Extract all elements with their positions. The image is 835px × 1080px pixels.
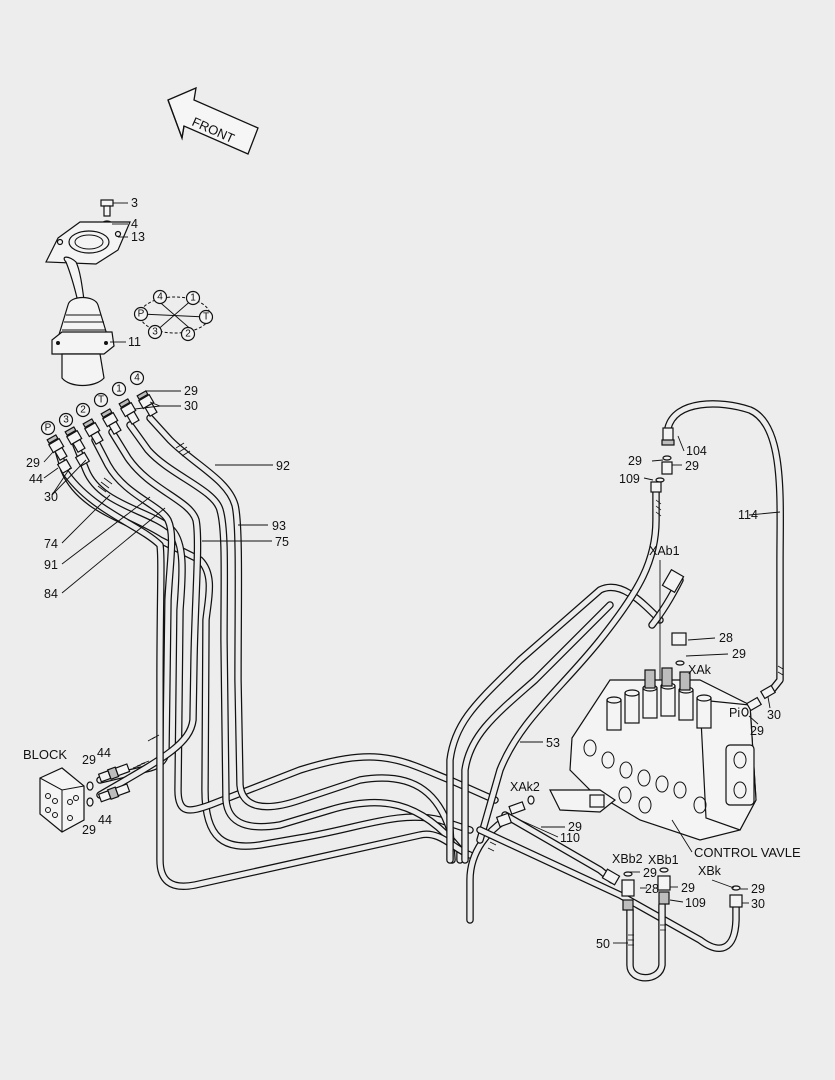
callout-50: 50	[596, 937, 610, 951]
callout-29-XBb2: 29	[643, 866, 657, 880]
callout-labels: 3 4 13 11 29 30 92 29 44 30 74 91 84 93 …	[23, 196, 801, 951]
callout-104: 104	[686, 444, 707, 458]
hose-braid-marks	[97, 442, 784, 946]
fitting-XBb2	[621, 871, 635, 911]
callout-93: 93	[272, 519, 286, 533]
callout-13: 13	[131, 230, 145, 244]
callout-11: 11	[128, 335, 141, 349]
callout-Pi: Pi	[729, 706, 740, 720]
fitting-XBb1	[657, 867, 671, 905]
callout-110: 110	[560, 831, 580, 845]
fitting-XAk2	[508, 795, 535, 815]
junction-block	[39, 763, 131, 833]
callout-91: 91	[44, 558, 58, 572]
callout-114: 114	[738, 508, 758, 522]
port-label-4: 4	[157, 292, 163, 303]
callout-BLOCK: BLOCK	[23, 747, 67, 762]
callout-29-XAk: 29	[732, 647, 746, 661]
callout-29-104a: 29	[628, 454, 642, 468]
callout-30-left: 30	[44, 490, 58, 504]
callout-109: 109	[619, 472, 640, 486]
joystick-lever	[51, 256, 115, 387]
joystick-fittings	[46, 390, 158, 474]
callout-29-left: 29	[26, 456, 40, 470]
callout-leaders	[43, 202, 781, 944]
callout-30-Pi: 30	[767, 708, 781, 722]
valve-side-ports	[583, 739, 707, 814]
fitting-port-2: 2	[80, 405, 86, 416]
callout-XBk: XBk	[698, 864, 722, 878]
fitting-port-P: P	[45, 423, 52, 434]
joystick-bolt	[100, 199, 114, 217]
callout-53: 53	[546, 736, 560, 750]
callout-44-block-top: 44	[97, 746, 111, 760]
front-direction-arrow: FRONT	[167, 86, 259, 155]
control-valve-body	[549, 667, 757, 841]
fitting-28-upper	[661, 568, 687, 646]
callout-44: 44	[29, 472, 43, 486]
port-label-P: P	[138, 309, 145, 320]
callout-28: 28	[719, 631, 733, 645]
callout-92: 92	[276, 459, 290, 473]
callout-29: 29	[184, 384, 198, 398]
port-label-1: 1	[190, 293, 196, 304]
callout-30-XBk: 30	[751, 897, 765, 911]
callout-29-XBb1: 29	[681, 881, 695, 895]
callout-29-block-top: 29	[82, 753, 96, 767]
fitting-port-3: 3	[63, 415, 69, 426]
valve-fittings	[495, 427, 777, 911]
callout-29-block-bottom: 29	[82, 823, 96, 837]
fitting-port-markers: P 3 2 T 1 4	[40, 370, 145, 436]
callout-29-XBk: 29	[751, 882, 765, 896]
callout-44-block-bottom: 44	[98, 813, 112, 827]
callout-XAk: XAk	[688, 663, 712, 677]
callout-84: 84	[44, 587, 58, 601]
pilot-hoses-bundle	[54, 400, 784, 982]
port-label-2: 2	[185, 329, 191, 340]
callout-29-XAk2: 29	[568, 820, 582, 834]
fitting-104	[661, 427, 675, 446]
valve-front-fitting	[549, 789, 617, 813]
callout-4: 4	[131, 217, 138, 231]
fitting-port-4: 4	[134, 373, 140, 384]
callout-XAk2: XAk2	[510, 780, 540, 794]
callout-29-104b: 29	[685, 459, 699, 473]
callout-30: 30	[184, 399, 198, 413]
callout-XBb1: XBb1	[648, 853, 679, 867]
fitting-Pi	[745, 684, 777, 712]
callout-109-lower: 109	[685, 896, 706, 910]
callout-XBb2: XBb2	[612, 852, 643, 866]
fitting-XBk	[729, 885, 743, 908]
callout-XAb1: XAb1	[649, 544, 680, 558]
callout-75: 75	[275, 535, 289, 549]
port-label-T: T	[203, 312, 209, 323]
callout-3: 3	[131, 196, 138, 210]
valve-spools	[606, 667, 712, 731]
fitting-port-1: 1	[116, 384, 122, 395]
callout-28-lower: 28	[645, 882, 659, 896]
callout-29-Pi: 29	[750, 724, 764, 738]
callout-control-valve: CONTROL VAVLE	[694, 845, 801, 860]
joystick-plate	[45, 221, 131, 265]
fitting-port-T: T	[98, 395, 104, 406]
port-label-3: 3	[152, 327, 158, 338]
port-layout-schematic: 4 1 P T 3 2	[133, 289, 214, 342]
callout-74: 74	[44, 537, 58, 551]
